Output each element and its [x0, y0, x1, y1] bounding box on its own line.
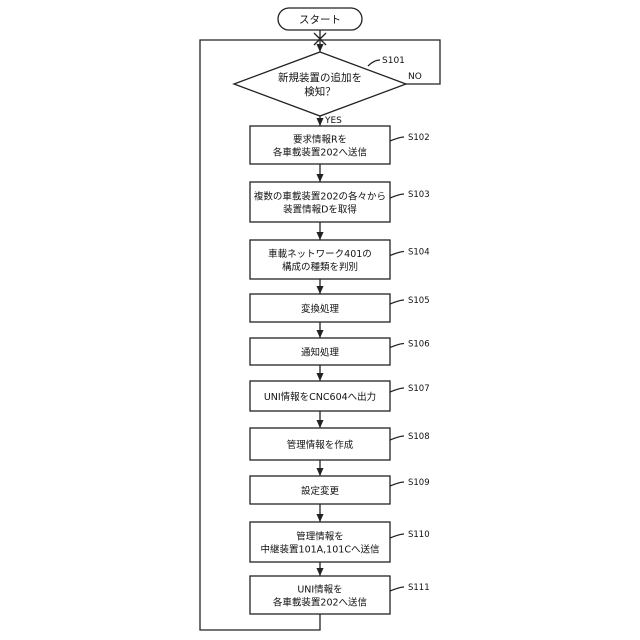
decision-line-1: 新規装置の追加を	[278, 71, 362, 84]
process-text: 中継装置101A,101Cへ送信	[261, 544, 380, 556]
process-text: 装置情報Dを取得	[283, 204, 357, 216]
process-text: UNI情報を	[297, 584, 342, 596]
step-id-label: S105	[408, 296, 430, 306]
step-leader-line	[390, 344, 404, 348]
step-leader-line	[390, 388, 404, 392]
start-terminal: スタート	[278, 8, 362, 30]
step-id-label: S104	[408, 248, 430, 258]
process-text: 複数の車載装置202の各々から	[254, 191, 386, 203]
step-leader-line	[390, 482, 404, 486]
step-leader-line	[390, 194, 404, 198]
process-text: 変換処理	[301, 303, 340, 315]
step-leader-line	[390, 252, 404, 256]
step-leader-line	[390, 137, 404, 141]
step-leader-line	[390, 300, 404, 304]
step-leader-line	[390, 436, 404, 440]
step-leader-line	[390, 534, 404, 538]
process-text: 要求情報Rを	[293, 134, 347, 146]
step-id-label: S111	[408, 583, 430, 593]
yes-label: YES	[324, 116, 342, 126]
s101-leader-line	[368, 60, 380, 66]
step-id-label: S108	[408, 432, 430, 442]
step-id-label: S103	[408, 190, 430, 200]
process-step-s104: 車載ネットワーク401の構成の種類を判別 S104	[250, 240, 430, 279]
start-label: スタート	[299, 14, 341, 26]
process-text: 各車載装置202へ送信	[273, 147, 367, 159]
process-text: 各車載装置202へ送信	[273, 597, 367, 609]
step-id-label: S107	[408, 384, 430, 394]
step-id-label: S106	[408, 340, 430, 350]
process-step-s110: 管理情報を中継装置101A,101Cへ送信 S110	[250, 522, 430, 562]
process-step-s111: UNI情報を各車載装置202へ送信 S111	[250, 576, 430, 614]
process-step-s102: 要求情報Rを各車載装置202へ送信 S102	[250, 126, 430, 164]
process-steps: 要求情報Rを各車載装置202へ送信S102複数の車載装置202の各々から装置情報…	[250, 116, 430, 614]
process-text: 管理情報を	[296, 531, 344, 543]
process-text: 車載ネットワーク401の	[268, 248, 372, 260]
process-step-s108: 管理情報を作成 S108	[250, 428, 430, 460]
step-id-label: S102	[408, 133, 430, 143]
decision-step-label: S101	[382, 56, 405, 66]
process-step-s106: 通知処理 S106	[250, 338, 430, 365]
step-leader-line	[390, 587, 404, 591]
step-id-label: S110	[408, 530, 430, 540]
process-text: 通知処理	[301, 347, 340, 359]
decision-diamond: 新規装置の追加を 検知？	[234, 52, 406, 116]
process-step-s109: 設定変更 S109	[250, 476, 430, 504]
process-step-s105: 変換処理 S105	[250, 294, 430, 322]
decision-line-2: 検知？	[304, 85, 336, 98]
step-id-label: S109	[408, 478, 430, 488]
process-step-s107: UNI情報をCNC604へ出力 S107	[250, 381, 430, 411]
no-label: NO	[408, 72, 422, 82]
process-text: 構成の種類を判別	[282, 261, 358, 273]
process-text: 設定変更	[301, 485, 340, 497]
process-step-s103: 複数の車載装置202の各々から装置情報Dを取得 S103	[250, 182, 430, 222]
process-text: 管理情報を作成	[287, 439, 354, 451]
process-text: UNI情報をCNC604へ出力	[264, 391, 376, 403]
